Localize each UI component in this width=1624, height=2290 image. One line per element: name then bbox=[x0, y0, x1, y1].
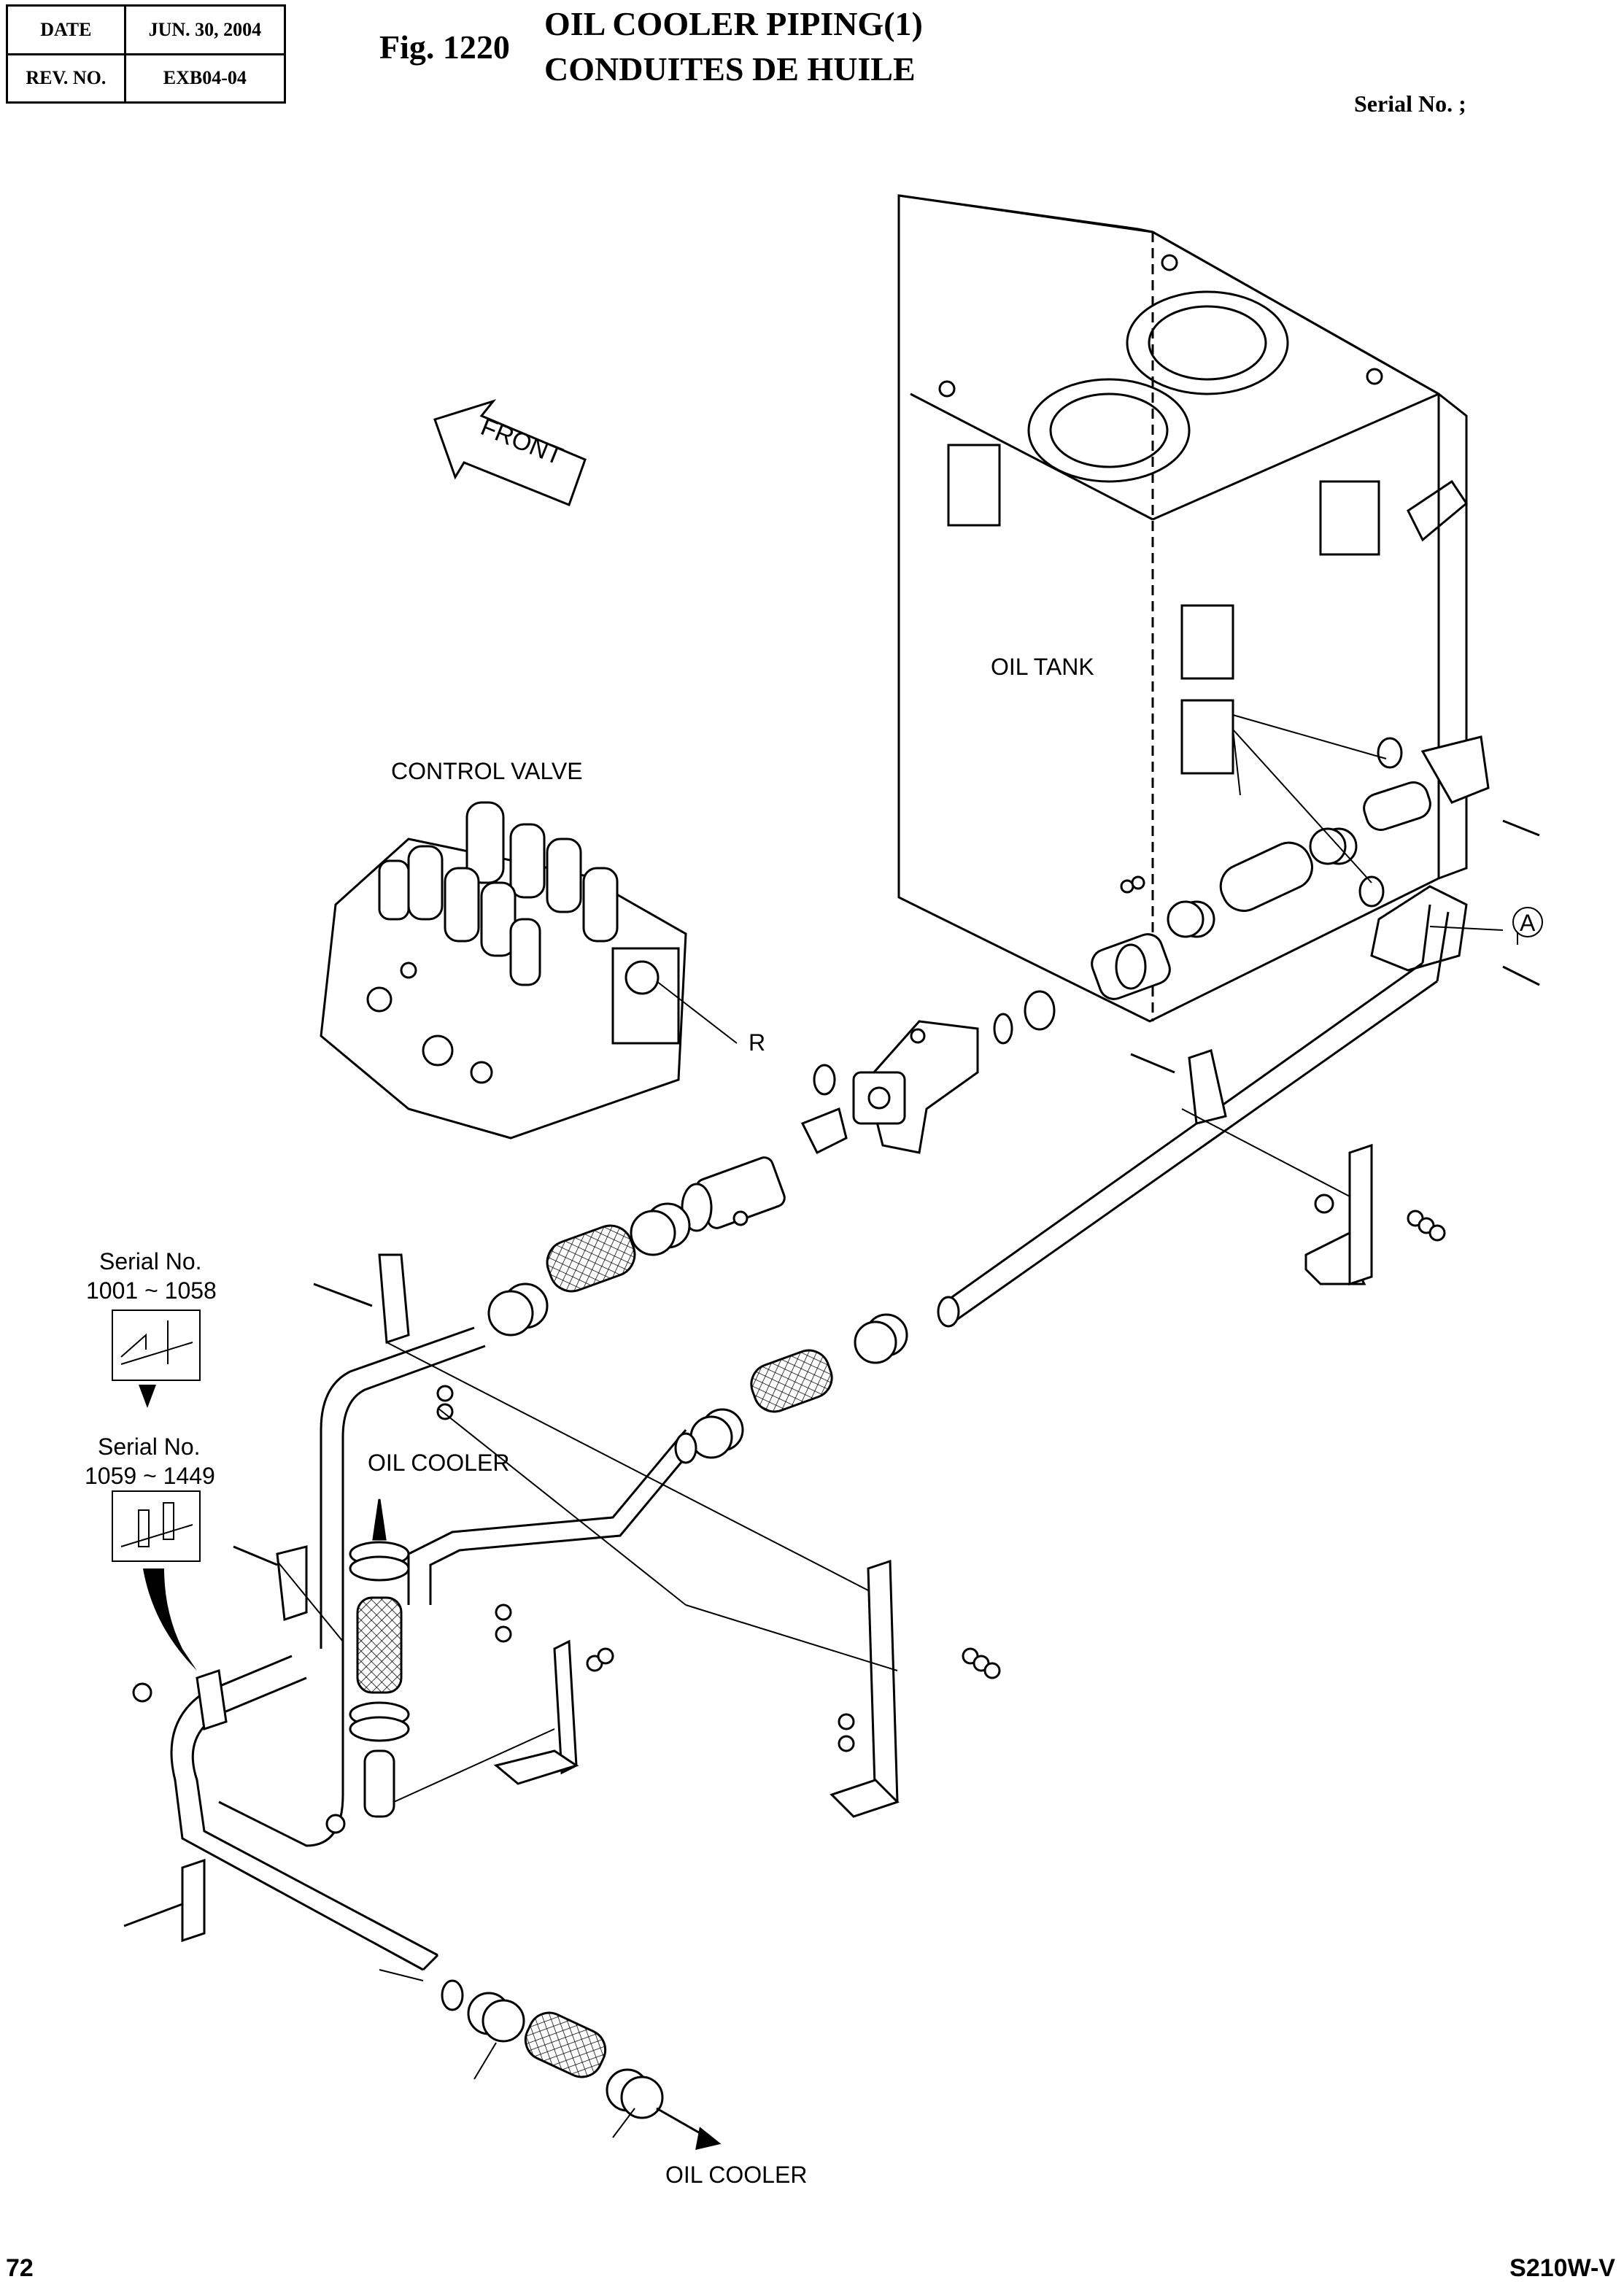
serial-inset-2: Serial No. 1059 ~ 1449 bbox=[85, 1434, 215, 1671]
oil-cooler-lower-label: OIL COOLER bbox=[665, 2162, 807, 2188]
callout-a-label: A bbox=[1520, 910, 1536, 936]
serial-number-heading: Serial No. ; bbox=[1354, 90, 1466, 117]
title-french: CONDUITES DE HUILE bbox=[544, 50, 916, 88]
figure-number: Fig. 1220 bbox=[379, 28, 510, 66]
date-value: JUN. 30, 2004 bbox=[123, 4, 287, 55]
bolts-and-washers bbox=[123, 819, 1540, 1927]
vertical-hose-assembly bbox=[349, 1498, 410, 1818]
title-english: OIL COOLER PIPING(1) bbox=[544, 5, 923, 42]
callout-a: A bbox=[1512, 907, 1543, 937]
port-r-label: R bbox=[749, 1029, 765, 1056]
middle-hose-assembly bbox=[674, 1313, 908, 1464]
upper-diagonal-pipe bbox=[937, 904, 1450, 1328]
front-arrow-icon: FRONT bbox=[433, 399, 587, 506]
date-label: DATE bbox=[6, 4, 126, 55]
oil-cooler-upper-label: OIL COOLER bbox=[368, 1450, 509, 1476]
serial-range-2: 1059 ~ 1449 bbox=[85, 1463, 215, 1489]
serial-range-1: 1001 ~ 1058 bbox=[86, 1277, 217, 1304]
rev-value: EXB04-04 bbox=[123, 53, 287, 104]
revision-table: DATE JUN. 30, 2004 REV. NO. EXB04-04 bbox=[6, 4, 287, 104]
model-name: S210W-V bbox=[1509, 2254, 1615, 2282]
bottom-hose-assembly bbox=[467, 1992, 722, 2150]
oil-tank-label: OIL TANK bbox=[991, 654, 1094, 680]
serial-inset-1: Serial No. 1001 ~ 1058 bbox=[86, 1248, 217, 1408]
page-number: 72 bbox=[6, 2254, 34, 2282]
rev-label: REV. NO. bbox=[6, 53, 126, 104]
serial-title-2: Serial No. bbox=[98, 1434, 201, 1460]
serial-title-1: Serial No. bbox=[99, 1248, 202, 1274]
oil-tank bbox=[897, 194, 1468, 1023]
support-brackets bbox=[181, 1049, 1373, 1943]
figure-title: OIL COOLER PIPING(1) CONDUITES DE HUILE bbox=[544, 1, 923, 92]
control-valve bbox=[320, 801, 687, 1140]
upper-hose-assembly bbox=[487, 1202, 691, 1337]
control-valve-label: CONTROL VALVE bbox=[391, 758, 583, 784]
elbow-fitting bbox=[681, 1020, 979, 1232]
